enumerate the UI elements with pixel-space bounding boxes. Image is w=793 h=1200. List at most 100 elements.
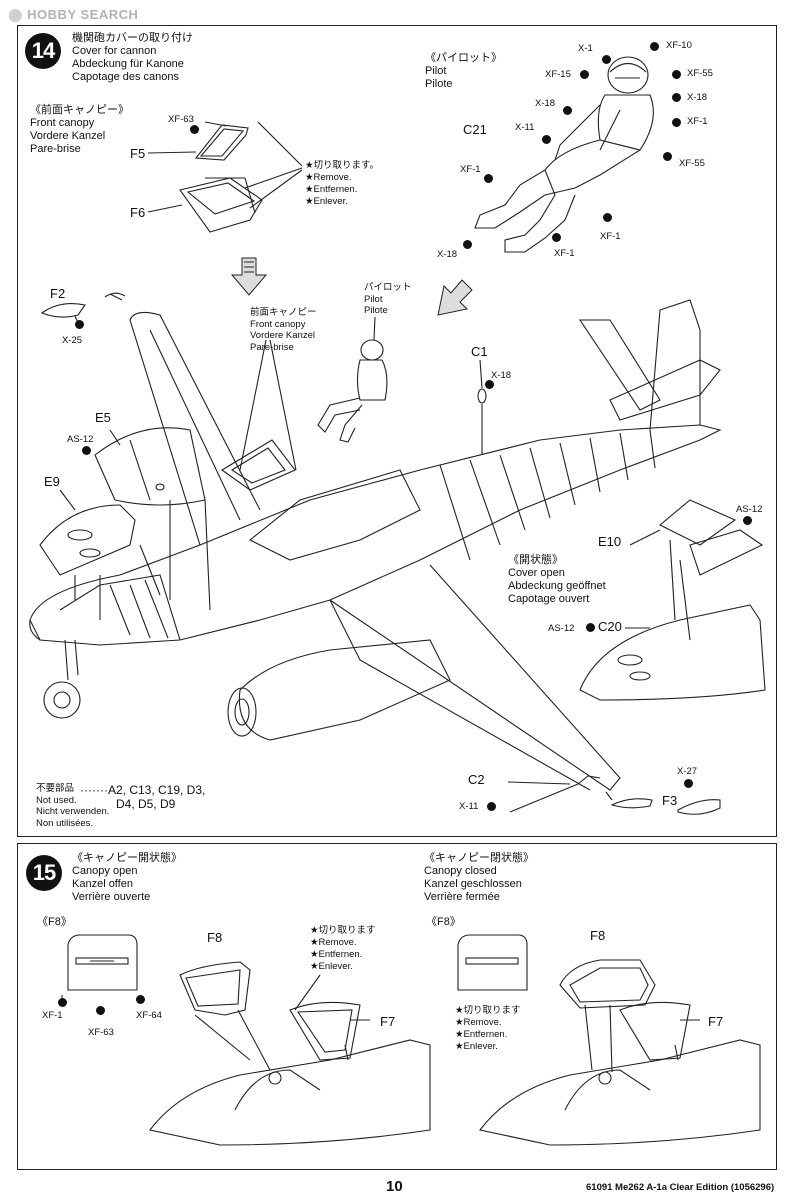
cut-off-note-right: ★切り取ります ★Remove. ★Entfernen. ★Enlever.: [455, 1005, 521, 1053]
pilot-group-heading: 《パイロット》 Pilot Pilote: [425, 52, 502, 91]
label-de: Nicht verwenden.: [36, 806, 110, 817]
title-en: Cover for cannon: [72, 45, 157, 57]
step-14-title: 機関砲カバーの取り付け Cover for cannon Abdeckung f…: [72, 32, 193, 84]
part-label-c20: C20: [598, 619, 622, 634]
group-jp: 《前面キャノピー》: [30, 104, 129, 116]
paint-xf1-a: XF-1: [687, 116, 708, 127]
paint-x18-bottom: X-18: [437, 249, 458, 260]
not-used-parts: ·······A2, C13, C19, D3, D4, D5, D9: [80, 783, 205, 811]
note-en: ★Remove.: [310, 937, 357, 948]
heading-jp: 《キャノピー閉状態》: [424, 852, 534, 864]
callout-de: Vordere Kanzel: [250, 330, 315, 341]
paint-x18-right: X-18: [687, 92, 708, 103]
assembly-arrow-2: [437, 279, 473, 316]
heading-fr: Verrière ouverte: [72, 891, 151, 903]
callout-fr: Pare-brise: [250, 341, 294, 353]
paint-xf1-f8: XF-1: [42, 1010, 63, 1021]
f8-detail-heading-left: 《F8》: [37, 916, 72, 928]
paint-dot: [672, 118, 681, 127]
title-jp: 機関砲カバーの取り付け: [72, 32, 193, 44]
seated-pilot-drawing: [317, 339, 388, 443]
heading-en: Canopy open: [72, 865, 138, 877]
part-label-c2: C2: [468, 772, 485, 787]
paint-xf1-d: XF-1: [554, 248, 575, 259]
front-canopy-callout: 前面キャノピー Front canopy Vordere Kanzel Pare…: [250, 307, 317, 353]
part-label-f7-left: F7: [380, 1014, 396, 1029]
part-label-f3: F3: [662, 793, 678, 808]
assembly-arrow-1: [230, 257, 268, 296]
callout-jp: 前面キャノピー: [250, 307, 317, 318]
pilot-figure-drawing: [474, 56, 654, 253]
product-code: 61091 Me262 A-1a Clear Edition (1056296): [586, 1182, 775, 1193]
part-label-c1: C1: [471, 344, 488, 359]
me262-airframe-drawing: [29, 299, 722, 791]
canopy-closed-heading: 《キャノピー閉状態》 Canopy closed Kanzel geschlos…: [424, 852, 534, 904]
paint-xf63-f5: XF-63: [168, 114, 194, 125]
canopy-f7-left-drawing: [289, 1001, 361, 1061]
part-label-e9: E9: [44, 474, 60, 489]
paint-dot: [484, 174, 493, 183]
canopy-f7-right-drawing: [619, 1001, 691, 1061]
group-en: Pilot: [425, 65, 447, 77]
title-fr: Capotage des canons: [72, 71, 180, 83]
paint-x1: X-1: [578, 43, 593, 54]
paint-dot: [542, 135, 551, 144]
paint-dot: [672, 93, 681, 102]
note-fr: ★Enlever.: [305, 196, 348, 207]
f8-detail-right-drawing: [457, 934, 528, 991]
front-canopy-f5-drawing: [194, 124, 249, 161]
label-jp: 不要部品: [36, 783, 75, 794]
group-en: Front canopy: [30, 117, 95, 129]
paint-x18-c1: X-18: [491, 370, 512, 381]
part-label-f8-right: F8: [590, 928, 606, 943]
note-en: ★Remove.: [305, 172, 352, 183]
front-canopy-installed-drawing: [220, 439, 296, 491]
canopy-f8-open-drawing: [179, 961, 251, 1016]
paint-dot: [190, 125, 199, 134]
paint-dot: [136, 995, 145, 1004]
paint-dot: [663, 152, 672, 161]
cover-open-group-heading: 《開状態》 Cover open Abdeckung geöffnet Capo…: [508, 554, 606, 606]
part-label-f8-left: F8: [207, 930, 223, 945]
cut-off-note-left: ★切り取ります ★Remove. ★Entfernen. ★Enlever.: [310, 925, 376, 973]
part-label-e10: E10: [598, 534, 622, 549]
callout-fr: Pilote: [364, 305, 388, 316]
part-f2-drawing: [40, 292, 126, 318]
paint-xf55-bottom: XF-55: [679, 158, 705, 169]
paint-xf63-f8: XF-63: [88, 1027, 114, 1038]
note-de: ★Entfernen.: [310, 949, 363, 960]
paint-dot: [580, 70, 589, 79]
paint-xf15: XF-15: [545, 69, 571, 80]
paint-dot: [586, 623, 595, 632]
group-jp: 《開状態》: [508, 554, 563, 566]
canopy-open-heading: 《キャノピー開状態》 Canopy open Kanzel offen Verr…: [72, 852, 182, 904]
watermark-logo: ⬤ HOBBY SEARCH: [8, 7, 138, 23]
paint-x25: X-25: [62, 335, 83, 346]
paint-x11-c2: X-11: [459, 801, 479, 812]
watermark-badge-icon: ⬤: [8, 7, 28, 22]
paint-x11: X-11: [515, 122, 535, 133]
callout-jp: パイロット: [364, 282, 412, 293]
heading-en: Canopy closed: [424, 865, 497, 877]
cover-e5-drawing: [94, 427, 206, 506]
cover-panel-f6-drawing: [179, 177, 263, 233]
paint-dot: [672, 70, 681, 79]
part-label-f7-right: F7: [708, 1014, 724, 1029]
note-de: ★Entfernen.: [455, 1029, 508, 1040]
fuselage-closed-right-drawing: [479, 1039, 761, 1146]
paint-dot: [563, 106, 572, 115]
heading-jp: 《キャノピー開状態》: [72, 852, 182, 864]
step14-frame: [17, 25, 777, 837]
title-de: Abdeckung für Kanone: [72, 58, 184, 70]
paint-dot: [82, 446, 91, 455]
paint-dot: [684, 779, 693, 788]
cut-off-note: ★切り取ります。 ★Remove. ★Entfernen. ★Enlever.: [305, 160, 379, 208]
group-fr: Pare-brise: [30, 143, 81, 155]
step-14-number: 14: [25, 33, 61, 69]
heading-de: Kanzel geschlossen: [424, 878, 522, 890]
note-jp: ★切り取ります: [310, 925, 376, 936]
step15-frame: [17, 843, 777, 1170]
part-label-c21: C21: [463, 122, 487, 137]
paint-dot: [650, 42, 659, 51]
heading-fr: Verrière fermée: [424, 891, 500, 903]
